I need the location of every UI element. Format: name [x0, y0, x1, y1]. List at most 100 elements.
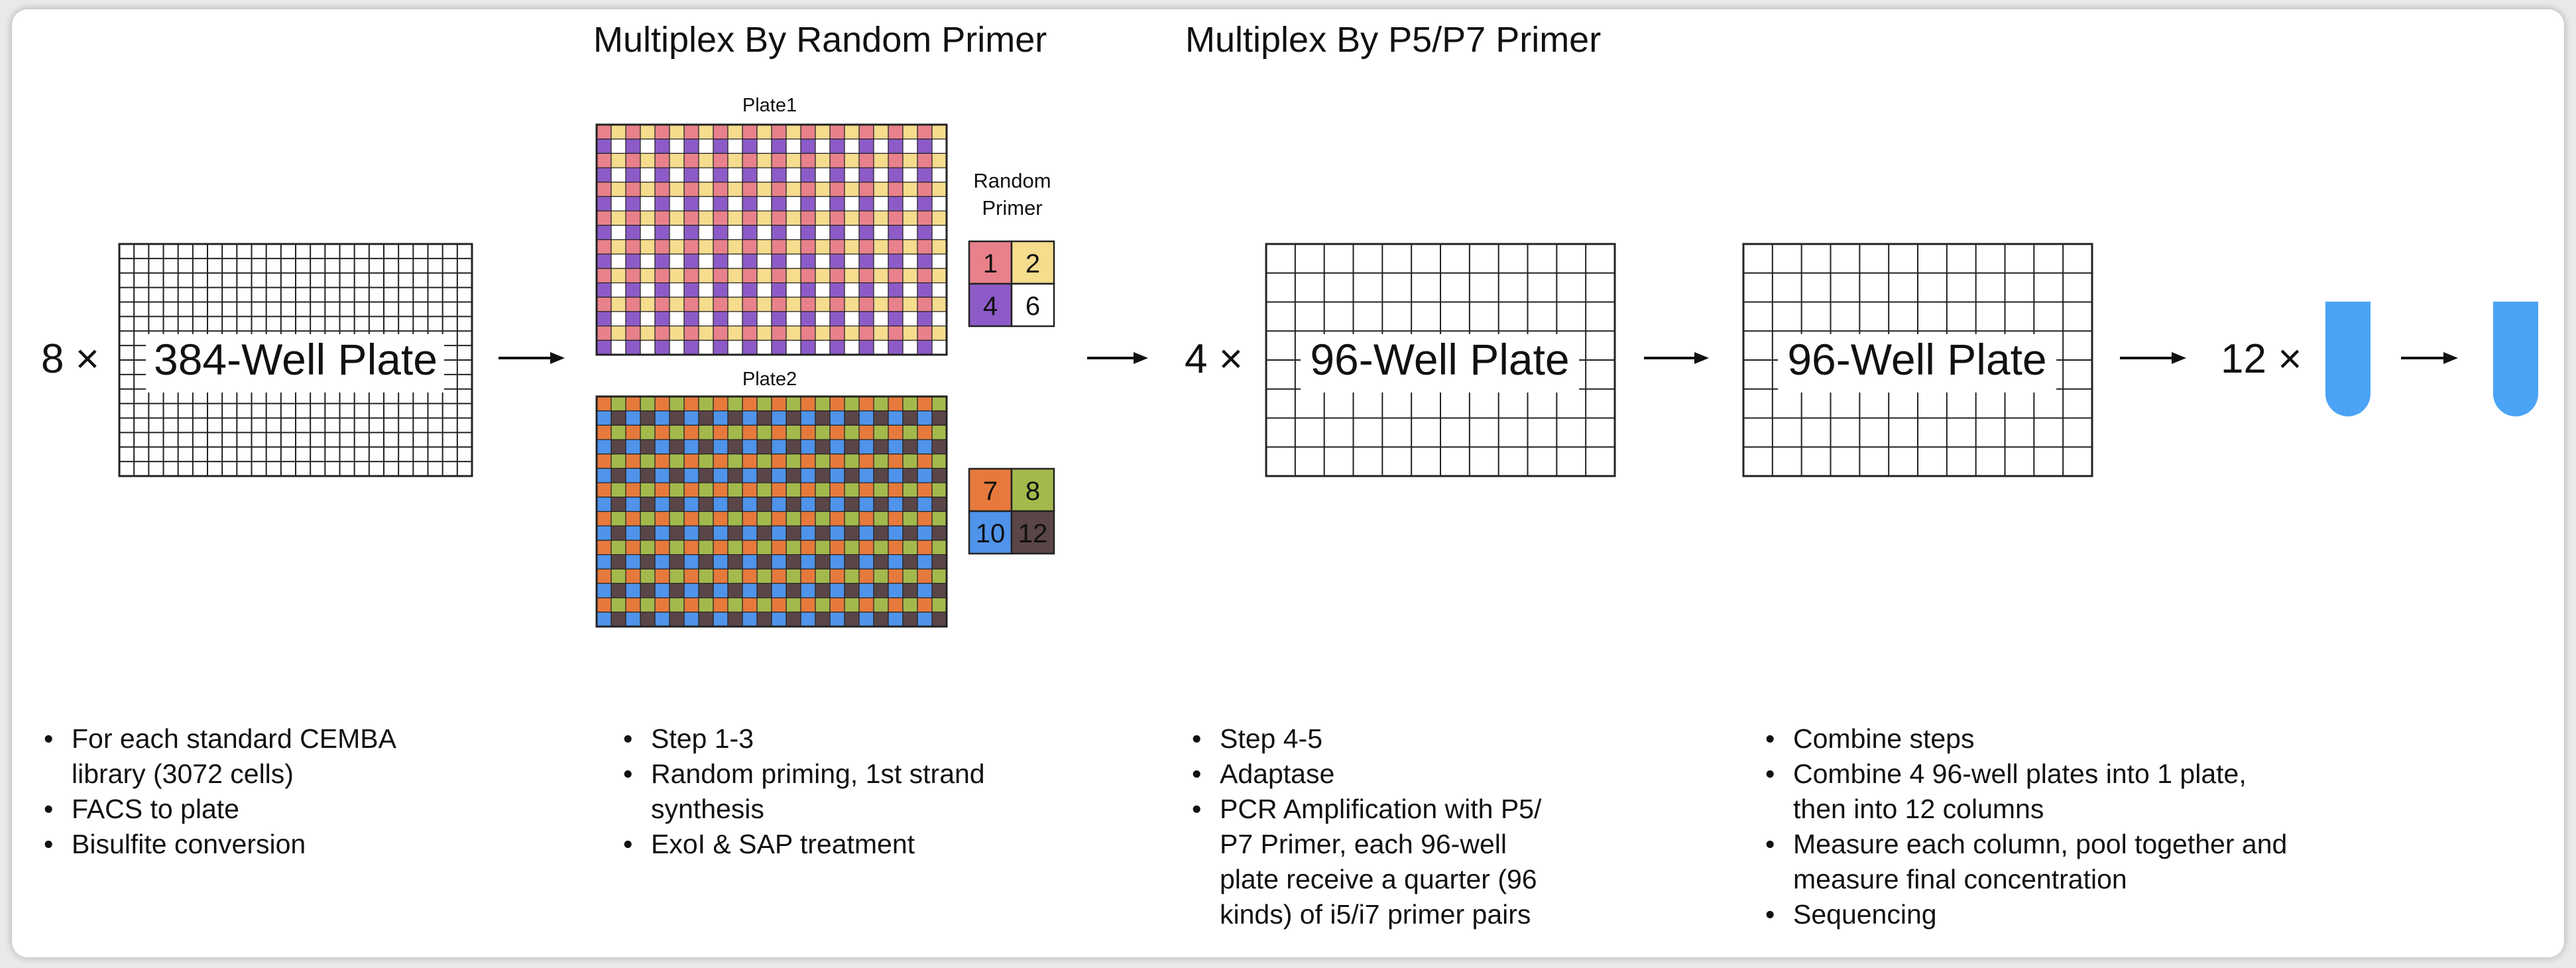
plate-well — [625, 225, 641, 241]
plate-well — [683, 611, 699, 627]
plate-well — [829, 482, 845, 498]
plate-well — [829, 182, 845, 198]
plate-well — [858, 311, 874, 327]
plate-well — [800, 482, 816, 498]
plate-well — [800, 225, 816, 241]
plate-well — [800, 210, 816, 226]
plate-well — [713, 311, 729, 327]
plate-well — [917, 410, 933, 426]
plate-well — [756, 167, 772, 183]
plate-well — [771, 482, 787, 498]
plate-well — [829, 282, 845, 298]
plate-well — [713, 282, 729, 298]
plate-well — [742, 167, 758, 183]
plate-well — [611, 182, 626, 198]
legend-swatch-label: 12 — [1018, 519, 1048, 548]
plate-well — [888, 467, 904, 483]
plate-well — [698, 124, 714, 140]
notes-column-4: Combine steps Combine 4 96-well plates i… — [1765, 721, 2287, 932]
plate-well — [654, 282, 670, 298]
plate-well — [596, 482, 612, 498]
legend-swatch-label: 8 — [1025, 477, 1040, 506]
plate-well — [727, 439, 743, 455]
plate-well — [917, 210, 933, 226]
plate-well — [829, 525, 845, 541]
plate-well — [800, 396, 816, 412]
plate-well — [611, 424, 626, 440]
plate-well — [727, 167, 743, 183]
plate-well — [815, 152, 831, 168]
stage-title-p5p7-primer: Multiplex By P5/P7 Primer — [1185, 20, 1601, 60]
plate-well — [698, 583, 714, 599]
plate-well — [888, 497, 904, 513]
plate-well — [625, 540, 641, 556]
plate-well — [596, 597, 612, 613]
plate-well — [625, 253, 641, 269]
plate-well — [625, 583, 641, 599]
plate-well — [683, 410, 699, 426]
plate-well — [815, 410, 831, 426]
plate-well — [611, 268, 626, 284]
plate-well — [815, 182, 831, 198]
plate-well — [931, 597, 947, 613]
plate-well — [873, 196, 889, 212]
plate-well — [742, 139, 758, 154]
plate-well — [640, 454, 656, 469]
plate-well — [902, 124, 918, 140]
plate-well — [931, 139, 947, 154]
plate-well — [713, 139, 729, 154]
note-text-continued: synthesis — [651, 794, 764, 824]
plate-well — [815, 167, 831, 183]
plate-well — [625, 568, 641, 584]
plate-well — [931, 525, 947, 541]
plate-well — [771, 326, 787, 341]
plate-well — [640, 196, 656, 212]
plate-well — [873, 583, 889, 599]
plate-well — [858, 225, 874, 241]
plate-well — [596, 282, 612, 298]
plate-well — [873, 554, 889, 570]
plate-well — [829, 268, 845, 284]
plate-well — [858, 296, 874, 312]
plate-well — [596, 268, 612, 284]
plate-well — [756, 282, 772, 298]
plate-well — [713, 124, 729, 140]
plate-well — [669, 225, 685, 241]
plate-well — [931, 239, 947, 255]
plate-well — [917, 326, 933, 341]
plate-outline — [595, 123, 948, 356]
legend-swatch — [1010, 240, 1055, 285]
note-text-continued: P7 Primer, each 96-well — [1220, 829, 1507, 859]
note-item: Combine steps — [1765, 721, 2287, 756]
plate-well — [756, 410, 772, 426]
note-text: Step 1-3 — [651, 723, 754, 754]
plate-well — [800, 124, 816, 140]
plate-well — [902, 167, 918, 183]
plate-well — [771, 167, 787, 183]
plate-well — [931, 311, 947, 327]
plate-well — [713, 467, 729, 483]
plate-well — [800, 597, 816, 613]
plate-well — [713, 210, 729, 226]
plate-well — [654, 124, 670, 140]
plate-well — [815, 139, 831, 154]
plate-well — [596, 196, 612, 212]
plate-well — [888, 396, 904, 412]
plate-well — [611, 152, 626, 168]
plate-well — [931, 583, 947, 599]
plate-well — [669, 611, 685, 627]
plate-well — [771, 467, 787, 483]
plate-well — [611, 326, 626, 341]
plate-well — [873, 139, 889, 154]
plate-well — [786, 410, 801, 426]
arrow-2 — [1087, 352, 1148, 364]
plate-well — [698, 611, 714, 627]
plate-well — [683, 196, 699, 212]
plate-well — [858, 525, 874, 541]
plate-well — [698, 467, 714, 483]
plate-well — [640, 497, 656, 513]
plate-well — [771, 139, 787, 154]
plate-well — [931, 511, 947, 526]
plate-well — [786, 583, 801, 599]
plate-well — [800, 568, 816, 584]
